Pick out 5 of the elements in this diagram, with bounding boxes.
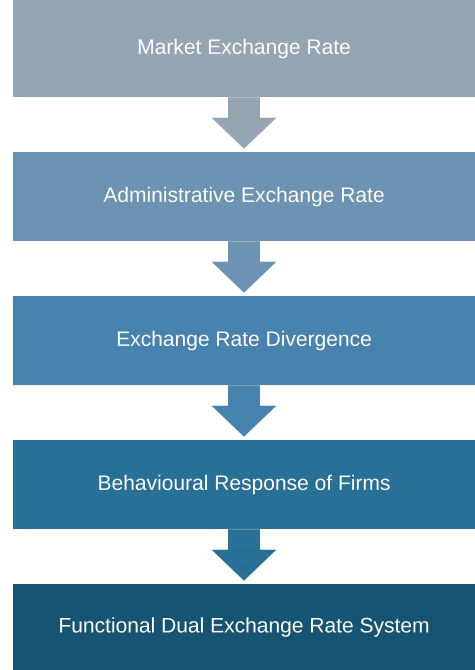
process-box: Market Exchange Rate: [13, 0, 475, 97]
process-box: Administrative Exchange Rate: [13, 152, 475, 241]
process-box: Functional Dual Exchange Rate System: [13, 584, 475, 670]
process-box: Exchange Rate Divergence: [13, 296, 475, 385]
process-box: Behavioural Response of Firms: [13, 440, 475, 529]
